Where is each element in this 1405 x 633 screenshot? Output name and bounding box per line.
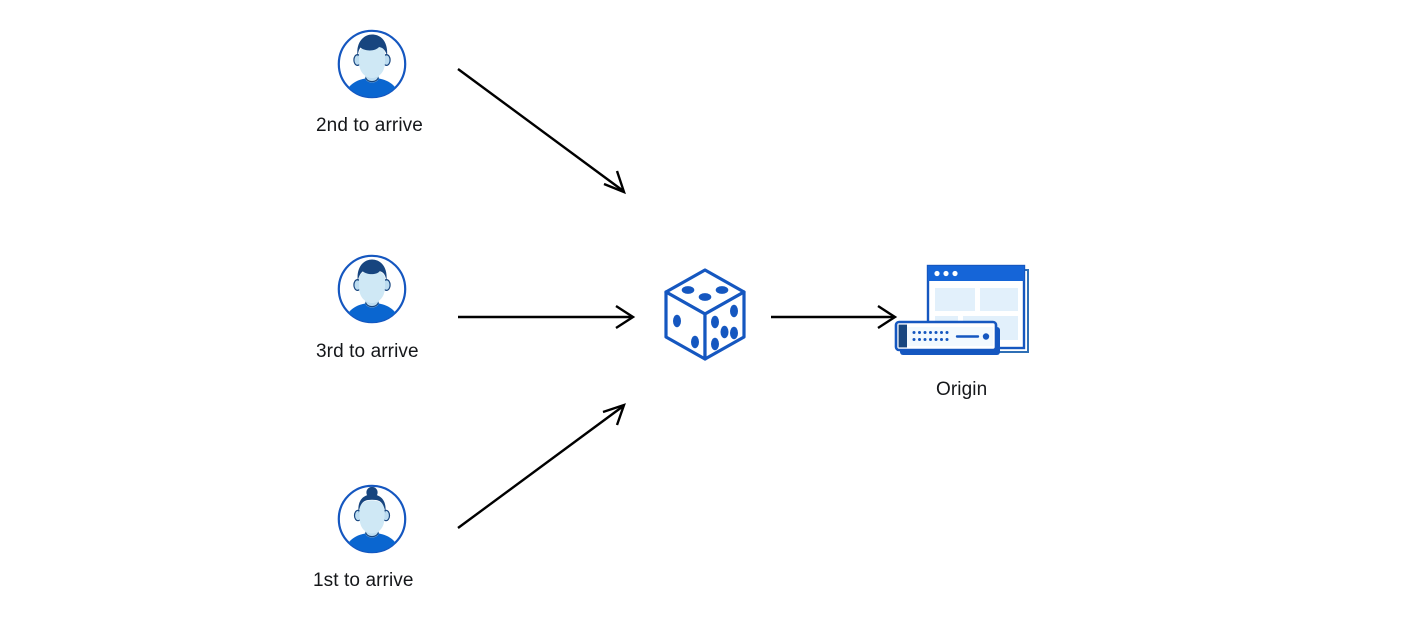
client-avatar-3rd[interactable] bbox=[336, 253, 408, 325]
client-avatar-2nd[interactable] bbox=[336, 28, 408, 100]
origin-label: Origin bbox=[936, 379, 988, 400]
dice-glyph bbox=[664, 268, 746, 361]
user-avatar-icon bbox=[337, 484, 407, 554]
client-label-3rd: 3rd to arrive bbox=[316, 341, 419, 362]
client-label-2nd: 2nd to arrive bbox=[316, 115, 423, 136]
arrow-client-1st-to-dice bbox=[457, 403, 626, 529]
user-avatar-icon bbox=[337, 29, 407, 99]
dice-icon[interactable] bbox=[660, 266, 750, 369]
arrow-dice-to-origin bbox=[771, 304, 898, 330]
arrow-client-3rd-to-dice bbox=[458, 304, 636, 330]
origin-server-icon[interactable] bbox=[894, 258, 1034, 373]
client-avatar-1st[interactable] bbox=[336, 483, 408, 555]
origin-server-glyph bbox=[894, 264, 1029, 355]
user-avatar-icon bbox=[337, 254, 407, 324]
client-label-1st: 1st to arrive bbox=[313, 570, 414, 591]
